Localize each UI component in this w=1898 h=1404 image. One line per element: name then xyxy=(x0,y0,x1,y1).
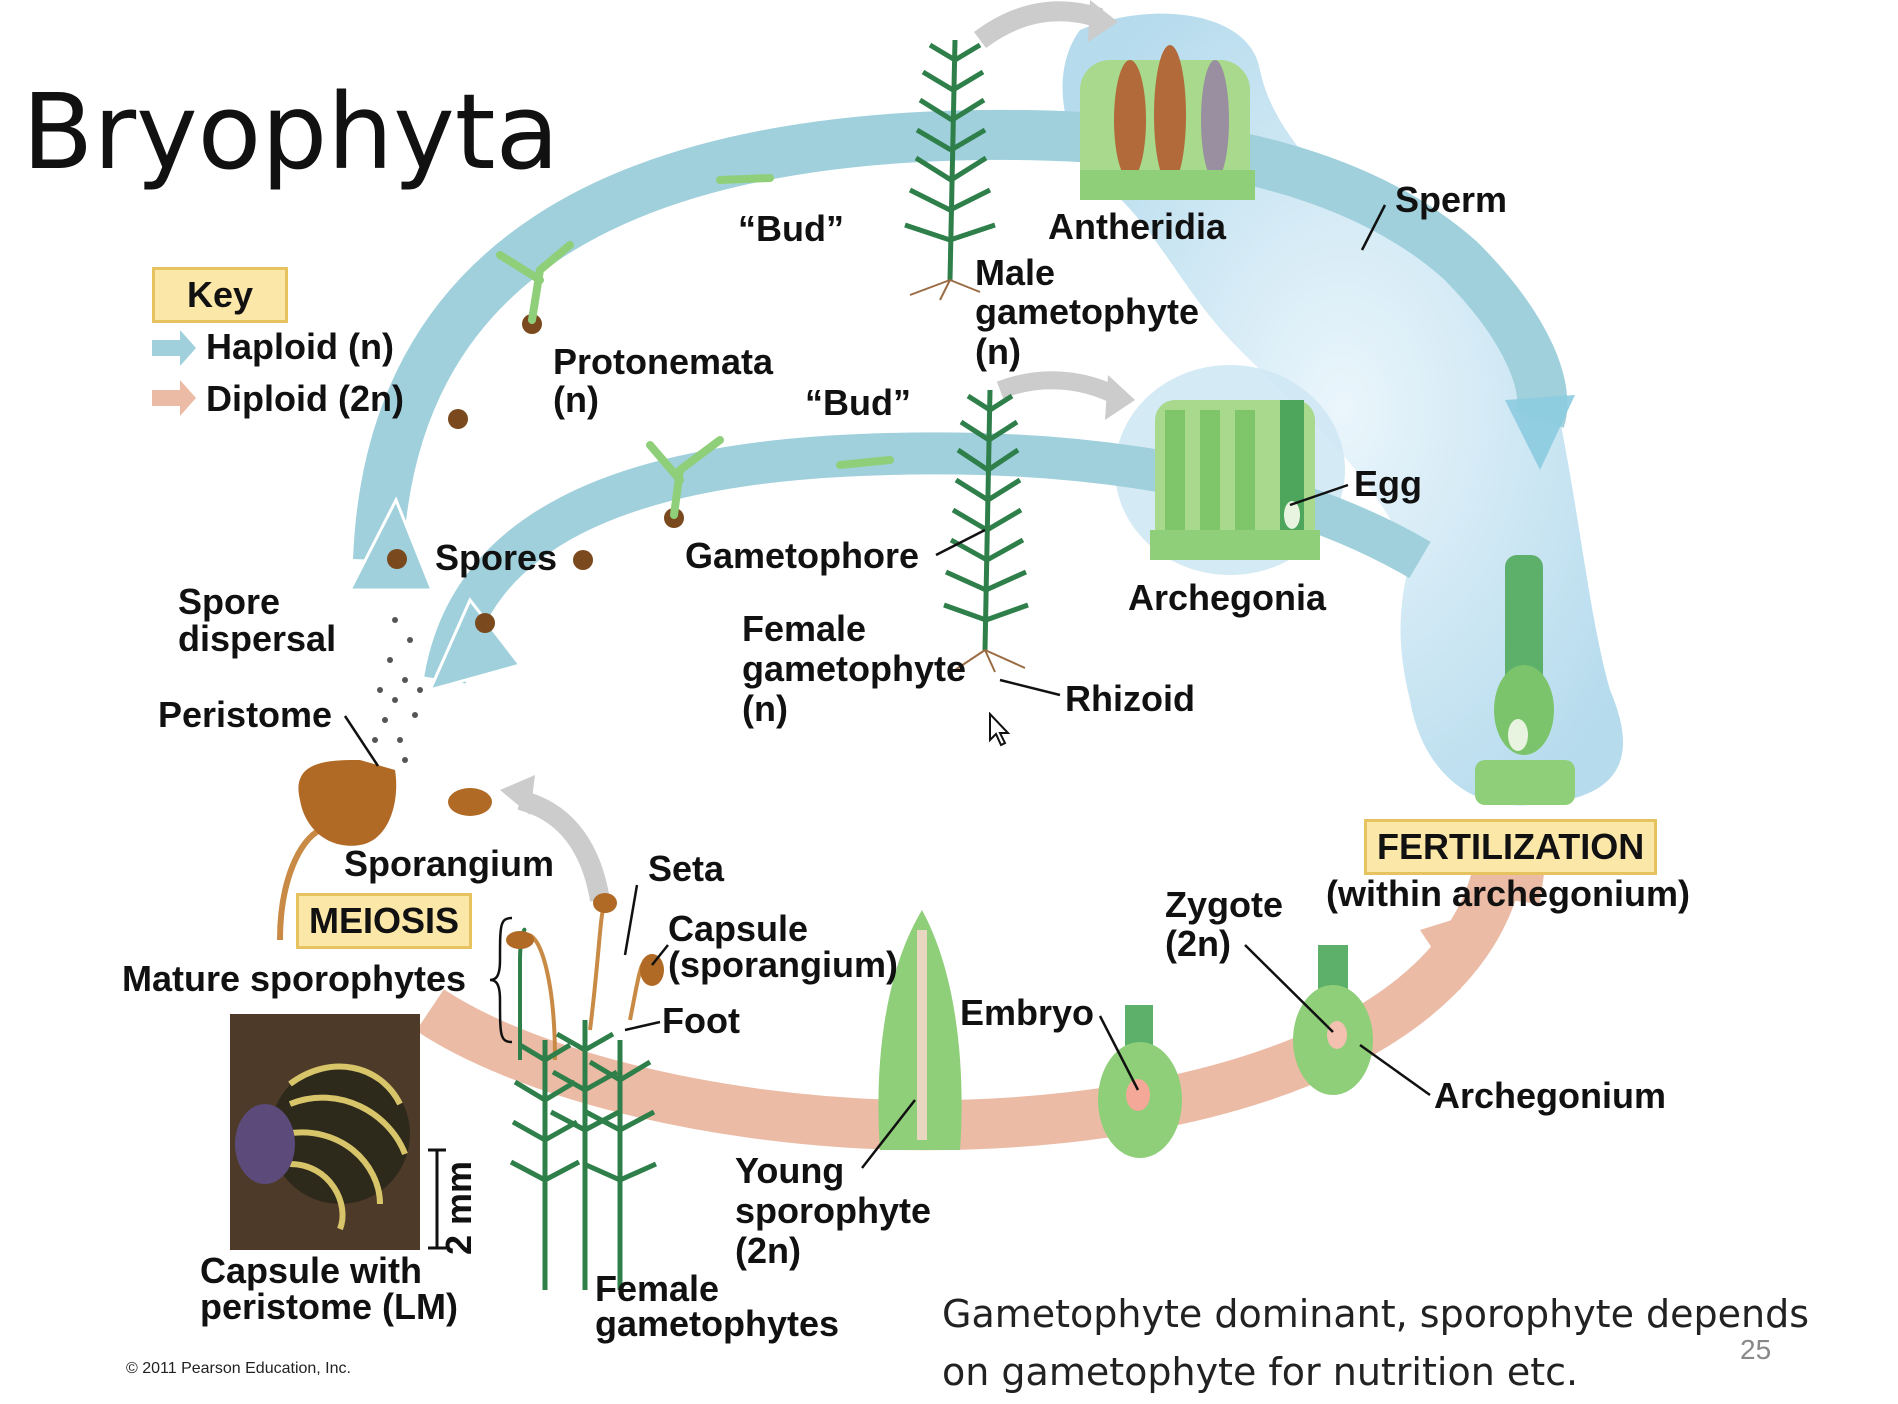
label-antheridia: Antheridia xyxy=(1048,206,1227,247)
zygote-archegonium xyxy=(1293,945,1373,1095)
label-zygote-2: (2n) xyxy=(1165,923,1231,964)
pointer-lines xyxy=(343,204,1431,1169)
label-rhizoid: Rhizoid xyxy=(1065,678,1195,719)
label-bud-mid: “Bud” xyxy=(805,382,911,423)
grey-arrow-sporangium-head xyxy=(500,775,535,815)
embryo-archegonium xyxy=(1098,1005,1182,1158)
summary-note-line2: on gametophyte for nutrition etc. xyxy=(942,1350,1579,1394)
label-mature-sporophytes: Mature sporophytes xyxy=(122,958,467,999)
label-female-gametophytes-1: Female xyxy=(595,1268,720,1309)
label-gametophore: Gametophore xyxy=(685,535,920,576)
mouse-cursor-icon xyxy=(989,712,1011,747)
label-capsule-lm-1: Capsule with xyxy=(200,1250,423,1291)
label-male-3: (n) xyxy=(975,331,1021,372)
label-peristome: Peristome xyxy=(158,694,333,735)
label-young-3: (2n) xyxy=(735,1230,801,1271)
label-capsule-lm-2: peristome (LM) xyxy=(200,1286,459,1327)
label-bud-top: “Bud” xyxy=(738,208,844,249)
grey-arrow-top-head xyxy=(1088,0,1118,42)
protonemata xyxy=(496,174,894,519)
haploid-outer-head xyxy=(347,496,435,592)
spore-dispersal-dots xyxy=(372,617,423,763)
copyright: © 2011 Pearson Education, Inc. xyxy=(126,1360,351,1377)
label-archegonia: Archegonia xyxy=(1128,577,1327,618)
label-female-3: (n) xyxy=(742,688,788,729)
label-foot: Foot xyxy=(662,1000,740,1041)
label-sperm: Sperm xyxy=(1395,179,1508,220)
label-egg: Egg xyxy=(1354,463,1422,504)
label-male-1: Male xyxy=(975,252,1056,293)
key-diploid-label: Diploid (2n) xyxy=(206,378,404,419)
label-capsule-2: (sporangium) xyxy=(668,944,898,985)
label-female-2: gametophyte xyxy=(742,648,967,689)
key-heading: Key xyxy=(152,267,288,323)
label-seta: Seta xyxy=(648,848,725,889)
haploid-inner-head xyxy=(427,597,523,693)
sporangium-capsule xyxy=(277,760,492,941)
sperm-flow-head xyxy=(1505,395,1575,470)
label-meiosis: MEIOSIS xyxy=(296,893,473,949)
label-fertilization: FERTILIZATION xyxy=(1364,819,1658,875)
label-fertilization-sub: (within archegonium) xyxy=(1326,873,1690,914)
key-diploid-arrow xyxy=(152,380,196,416)
fertilized-archegonium xyxy=(1475,555,1575,805)
label-young-1: Young xyxy=(735,1150,845,1191)
label-female-gametophytes-2: gametophytes xyxy=(595,1303,840,1344)
female-gametophyte-plant xyxy=(943,389,1029,673)
scale-bar xyxy=(428,1148,446,1250)
grey-arrow-top xyxy=(974,1,1104,49)
water-film xyxy=(1062,13,1624,806)
key-haploid-label: Haploid (n) xyxy=(206,326,394,367)
label-young-2: sporophyte xyxy=(735,1190,932,1231)
label-zygote-1: Zygote xyxy=(1165,884,1284,925)
label-spores: Spores xyxy=(435,537,558,578)
label-sporangium: Sporangium xyxy=(344,843,555,884)
diploid-head xyxy=(1420,905,1500,990)
label-protonemata-1: Protonemata xyxy=(553,341,774,382)
male-gametophyte-plant xyxy=(904,39,996,301)
mature-sporophytes xyxy=(506,893,664,1290)
antheridia-cluster xyxy=(1080,45,1255,200)
label-spore-dispersal-1: Spore xyxy=(178,581,281,622)
label-capsule-1: Capsule xyxy=(668,908,809,949)
micrograph-art xyxy=(230,1014,420,1250)
label-archegonium: Archegonium xyxy=(1434,1075,1667,1116)
page-number: 25 xyxy=(1740,1334,1772,1365)
label-protonemata-2: (n) xyxy=(553,379,599,420)
capsule-micrograph xyxy=(230,1014,420,1250)
label-female-1: Female xyxy=(742,608,867,649)
young-sporophyte xyxy=(878,910,962,1150)
grey-arrow-mid xyxy=(996,371,1119,404)
summary-note-line1: Gametophyte dominant, sporophyte depends xyxy=(942,1292,1810,1336)
label-embryo: Embryo xyxy=(960,992,1095,1033)
label-scale: 2 mm xyxy=(438,1160,479,1255)
page-title: Bryophyta xyxy=(22,71,560,193)
key-haploid-arrow xyxy=(152,330,196,366)
archegonia-cluster xyxy=(1150,400,1320,560)
label-spore-dispersal-2: dispersal xyxy=(178,618,337,659)
haploid-outer-arrow xyxy=(353,109,1568,562)
grey-arrow-sporangium xyxy=(517,790,610,902)
label-male-2: gametophyte xyxy=(975,291,1200,332)
grey-arrow-mid-head xyxy=(1105,375,1135,420)
